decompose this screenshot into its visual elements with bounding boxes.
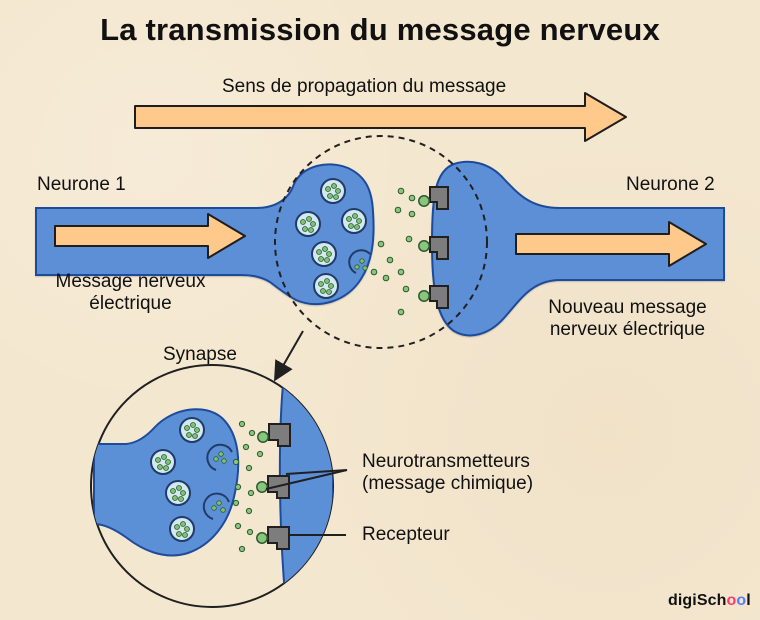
brand-o2: o xyxy=(736,592,747,609)
zoomed-neurotransmitters xyxy=(232,420,264,553)
brand-o1: o xyxy=(726,592,737,609)
signal-arrow-right xyxy=(515,221,707,267)
receptor-icon xyxy=(418,186,449,210)
callouts xyxy=(265,469,348,536)
synapse-label: Synapse xyxy=(163,344,237,365)
message-left-line-1: Message nerveux xyxy=(55,271,206,292)
signal-arrow-left xyxy=(54,213,246,259)
brand-prefix: digiSch xyxy=(668,592,727,609)
vesicle-icon xyxy=(295,211,321,237)
message-left-line-2: électrique xyxy=(89,292,172,314)
vesicle-icon xyxy=(202,492,230,520)
brand-logo: digiSchool xyxy=(668,592,751,610)
upper-vesicles xyxy=(295,178,371,299)
vesicle-icon xyxy=(311,241,337,267)
arrow-right-icon xyxy=(515,221,707,267)
vesicle-icon xyxy=(165,480,191,506)
neurone-1-label: Neurone 1 xyxy=(37,174,126,195)
receptor-icon xyxy=(257,423,291,447)
arrow-right-icon xyxy=(54,213,246,259)
vesicle-icon xyxy=(313,273,339,299)
arrow-right-icon xyxy=(134,92,627,142)
receptor-icon xyxy=(418,236,449,260)
receptor-icon xyxy=(256,526,290,550)
brand-suffix: l xyxy=(746,592,751,609)
upper-neurotransmitters xyxy=(370,187,416,316)
message-right-label: Nouveau message nerveux électrique xyxy=(535,297,720,341)
neurotransmitters-line-1: Neurotransmetteurs xyxy=(362,451,530,472)
vesicle-icon xyxy=(179,417,205,443)
vesicle-icon xyxy=(169,516,195,542)
synapse-zoom xyxy=(90,364,334,608)
neurotransmitters-line-2: (message chimique) xyxy=(362,473,534,495)
vesicle-icon xyxy=(206,443,233,471)
upper-receptors xyxy=(418,186,449,309)
page-title: La transmission du message nerveux xyxy=(100,12,660,47)
receptor-icon xyxy=(418,285,449,309)
vesicle-icon xyxy=(150,449,176,475)
message-right-line-1: Nouveau message xyxy=(548,297,707,318)
vesicle-icon xyxy=(341,208,367,234)
vesicle-icon xyxy=(348,249,371,274)
message-left-label: Message nerveux électrique xyxy=(48,271,213,315)
zoomed-presynaptic-terminal xyxy=(93,408,240,557)
message-right-line-2: nerveux électrique xyxy=(549,318,706,340)
propagation-arrow xyxy=(134,92,627,142)
neurotransmitters-label: Neurotransmetteurs (message chimique) xyxy=(362,451,533,496)
vesicle-icon xyxy=(320,178,346,204)
neurone-2-label: Neurone 2 xyxy=(626,174,715,195)
propagation-label: Sens de propagation du message xyxy=(222,76,507,97)
zoom-arrow-icon xyxy=(274,330,304,382)
synapse-highlight xyxy=(274,135,488,349)
receptor-label: Recepteur xyxy=(362,524,450,545)
